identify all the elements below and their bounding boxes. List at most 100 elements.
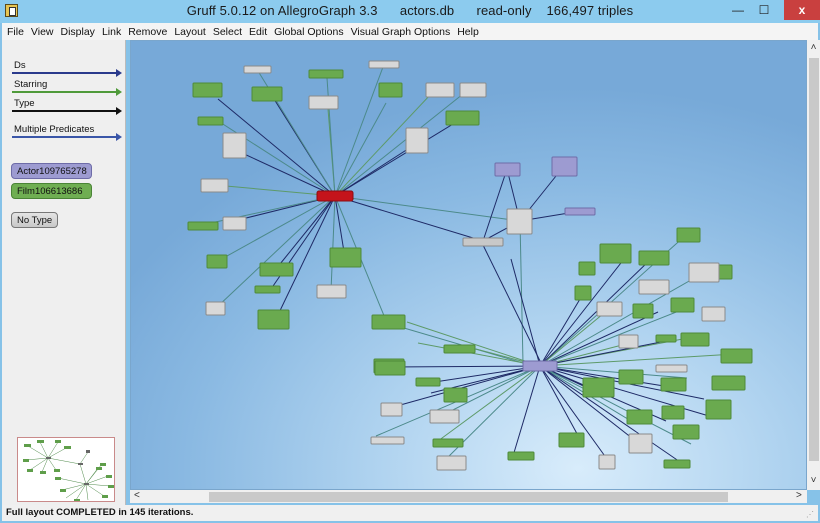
- film-node[interactable]: [197, 116, 224, 126]
- scroll-left-arrow-icon[interactable]: <: [134, 490, 140, 501]
- untyped-node[interactable]: [506, 208, 533, 235]
- horizontal-scrollbar[interactable]: < >: [130, 490, 807, 503]
- untyped-node[interactable]: [598, 454, 616, 470]
- legend-predicate-starring[interactable]: Starring: [10, 79, 122, 96]
- menu-view[interactable]: View: [30, 25, 54, 38]
- film-node[interactable]: [558, 432, 585, 448]
- actor-nodes[interactable]: [494, 156, 596, 216]
- film-node[interactable]: [507, 451, 535, 461]
- type-no-type-button[interactable]: No Type: [11, 212, 58, 228]
- untyped-node[interactable]: [655, 364, 688, 373]
- untyped-node[interactable]: [618, 334, 639, 349]
- graph-overview-minimap[interactable]: [17, 437, 115, 502]
- untyped-node[interactable]: [459, 82, 487, 98]
- untyped-node[interactable]: [222, 132, 247, 159]
- film-node[interactable]: [680, 332, 710, 347]
- actor-node[interactable]: [551, 156, 578, 177]
- minimize-button[interactable]: —: [732, 3, 744, 17]
- vertical-scroll-thumb[interactable]: [809, 58, 819, 461]
- film-node[interactable]: [374, 360, 406, 376]
- untyped-node[interactable]: [405, 127, 429, 154]
- type-actor-button[interactable]: Actor109765278: [11, 163, 92, 179]
- menu-layout[interactable]: Layout: [174, 25, 206, 38]
- title-bar[interactable]: Gruff 5.0.12 on AllegroGraph 3.3 actors.…: [0, 0, 820, 23]
- film-node[interactable]: [443, 387, 468, 403]
- untyped-node[interactable]: [243, 65, 272, 74]
- untyped-node[interactable]: [368, 60, 400, 69]
- film-node[interactable]: [415, 377, 441, 387]
- film-node[interactable]: [705, 399, 732, 420]
- film-node[interactable]: [626, 409, 653, 425]
- menu-file[interactable]: File: [7, 25, 24, 38]
- menu-help[interactable]: Help: [457, 25, 479, 38]
- film-node[interactable]: [720, 348, 753, 364]
- film-node[interactable]: [672, 424, 700, 440]
- untyped-node[interactable]: [628, 433, 653, 454]
- film-node[interactable]: [329, 247, 362, 268]
- menu-remove[interactable]: Remove: [128, 25, 168, 38]
- scroll-down-arrow-icon[interactable]: ˅: [810, 475, 817, 486]
- film-node[interactable]: [432, 438, 464, 448]
- app-icon[interactable]: [5, 4, 18, 17]
- menu-display[interactable]: Display: [60, 25, 95, 38]
- untyped-nodes[interactable]: [200, 60, 726, 471]
- untyped-node[interactable]: [308, 95, 339, 110]
- untyped-node[interactable]: [316, 284, 347, 299]
- actor-node[interactable]: [564, 207, 596, 216]
- graph-canvas[interactable]: [130, 40, 807, 490]
- film-node[interactable]: [371, 314, 406, 330]
- untyped-node[interactable]: [429, 409, 460, 424]
- type-film-button[interactable]: Film106613686: [11, 183, 92, 199]
- legend-predicate-ds[interactable]: Ds: [10, 60, 122, 77]
- film-node[interactable]: [187, 221, 219, 231]
- film-node[interactable]: [257, 309, 290, 330]
- untyped-node[interactable]: [380, 402, 403, 417]
- film-node[interactable]: [660, 377, 687, 392]
- untyped-node[interactable]: [425, 82, 455, 98]
- film-node[interactable]: [254, 285, 281, 294]
- film-node[interactable]: [599, 243, 632, 264]
- untyped-node[interactable]: [638, 279, 670, 295]
- film-node[interactable]: [308, 69, 344, 79]
- horizontal-scroll-thumb[interactable]: [209, 492, 728, 502]
- film-node[interactable]: [574, 285, 592, 301]
- film-node[interactable]: [443, 344, 476, 354]
- menu-select[interactable]: Select: [212, 25, 243, 38]
- untyped-node[interactable]: [701, 306, 726, 322]
- resize-grip-icon[interactable]: ⋰: [806, 510, 814, 519]
- menu-visual-graph-options[interactable]: Visual Graph Options: [350, 25, 451, 38]
- film-node[interactable]: [582, 377, 615, 398]
- untyped-hub-node[interactable]: [462, 237, 504, 247]
- selected-actor-node[interactable]: [316, 190, 354, 202]
- menu-link[interactable]: Link: [101, 25, 122, 38]
- film-node[interactable]: [206, 254, 228, 269]
- film-nodes[interactable]: [187, 69, 753, 469]
- untyped-node[interactable]: [370, 436, 405, 445]
- film-node[interactable]: [711, 375, 746, 391]
- scroll-right-arrow-icon[interactable]: >: [796, 490, 802, 501]
- close-button[interactable]: x: [784, 0, 820, 20]
- film-node[interactable]: [578, 261, 596, 276]
- film-node[interactable]: [445, 110, 480, 126]
- film-node[interactable]: [378, 82, 403, 98]
- actor-hub-node[interactable]: [522, 360, 558, 372]
- film-node[interactable]: [676, 227, 701, 243]
- film-node[interactable]: [618, 369, 644, 385]
- untyped-node[interactable]: [596, 301, 623, 317]
- film-node[interactable]: [192, 82, 223, 98]
- maximize-button[interactable]: ☐: [758, 3, 770, 17]
- untyped-node[interactable]: [200, 178, 229, 193]
- actor-node[interactable]: [494, 162, 521, 177]
- untyped-node[interactable]: [222, 216, 247, 231]
- legend-predicate-type[interactable]: Type: [10, 98, 122, 115]
- vertical-scrollbar[interactable]: ˄ ˅: [807, 40, 820, 490]
- legend-predicate-multiple[interactable]: Multiple Predicates: [10, 124, 122, 141]
- menu-global-options[interactable]: Global Options: [274, 25, 344, 38]
- film-node[interactable]: [638, 250, 670, 266]
- untyped-node[interactable]: [436, 455, 467, 471]
- film-node[interactable]: [655, 334, 677, 343]
- untyped-node[interactable]: [205, 301, 226, 316]
- film-node[interactable]: [670, 297, 695, 313]
- untyped-node[interactable]: [688, 262, 720, 283]
- scroll-up-arrow-icon[interactable]: ˄: [810, 42, 817, 53]
